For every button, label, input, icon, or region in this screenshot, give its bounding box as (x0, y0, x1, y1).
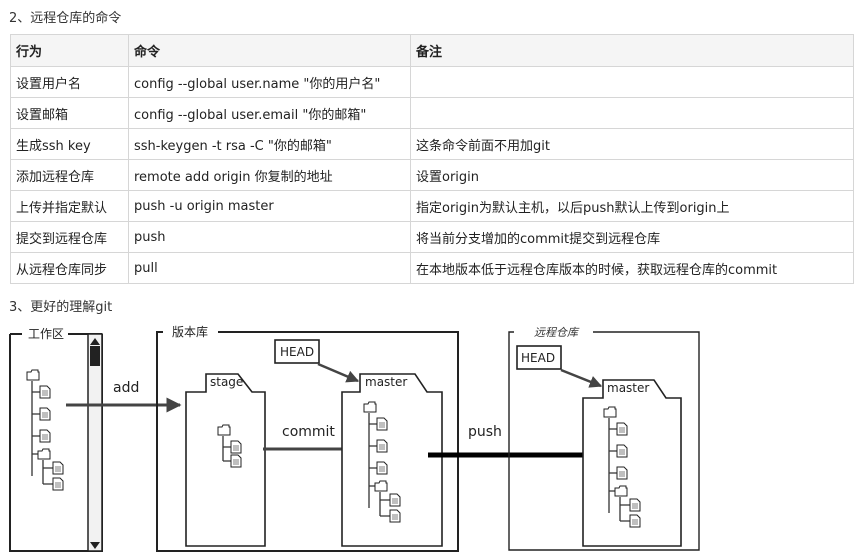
workspace-scrollbar[interactable] (87, 333, 103, 552)
table-cell-command: pull (128, 252, 411, 284)
scrollbar-thumb[interactable] (90, 346, 100, 366)
table-header-row: 行为 命令 备注 (10, 34, 854, 67)
table-cell-command: ssh-keygen -t rsa -C "你的邮箱" (128, 128, 411, 160)
head-pointer-arrow (317, 362, 360, 383)
remote-head-label: HEAD (521, 351, 555, 365)
table-cell-note (410, 97, 854, 129)
table-cell-action: 设置用户名 (10, 66, 129, 98)
scroll-up-arrow-icon[interactable] (90, 338, 100, 345)
push-label: push (468, 424, 502, 440)
table-cell-command: config --global user.email "你的邮箱" (128, 97, 411, 129)
stage-box (185, 373, 266, 547)
repository-area: 版本库 stage commit master HEAD (156, 324, 459, 552)
table-row: 设置用户名 config --global user.name "你的用户名" (10, 66, 854, 98)
section-heading-remote-commands: 2、远程仓库的命令 (9, 11, 122, 26)
table-row: 上传并指定默认 push -u origin master 指定origin为默… (10, 190, 854, 222)
table-cell-note: 在本地版本低于远程仓库版本的时候，获取远程仓库的commit (410, 252, 854, 284)
table-row: 设置邮箱 config --global user.email "你的邮箱" (10, 97, 854, 129)
remote-master-box (582, 379, 682, 547)
table-cell-note: 将当前分支增加的commit提交到远程仓库 (410, 221, 854, 253)
workspace-label: 工作区 (28, 327, 64, 341)
remote-head-box (516, 345, 562, 370)
add-label: add (113, 380, 139, 396)
column-header-command: 命令 (128, 34, 411, 67)
commit-label: commit (282, 424, 335, 440)
table-cell-action: 从远程仓库同步 (10, 252, 129, 284)
workspace-file-tree-icon (27, 370, 63, 490)
table-cell-command: remote add origin 你复制的地址 (128, 159, 411, 191)
table-cell-note: 设置origin (410, 159, 854, 191)
head-label: HEAD (280, 345, 314, 359)
table-cell-action: 设置邮箱 (10, 97, 129, 129)
table-cell-action: 提交到远程仓库 (10, 221, 129, 253)
table-row: 添加远程仓库 remote add origin 你复制的地址 设置origin (10, 159, 854, 191)
table-cell-note: 指定origin为默认主机，以后push默认上传到origin上 (410, 190, 854, 222)
table-cell-command: config --global user.name "你的用户名" (128, 66, 411, 98)
table-cell-command: push (128, 221, 411, 253)
master-label: master (365, 375, 407, 389)
table-cell-note (410, 66, 854, 98)
repository-frame (156, 331, 459, 552)
scroll-down-arrow-icon[interactable] (90, 542, 100, 549)
table-cell-command: push -u origin master (128, 190, 411, 222)
command-table: 行为 命令 备注 设置用户名 config --global user.name… (10, 34, 854, 284)
remote-master-label: master (607, 381, 649, 395)
workspace-area: 工作区 (9, 327, 103, 552)
remote-repository-frame (508, 331, 700, 551)
git-workflow-diagram: 工作区 add 版本库 stage commit master HEAD pus… (9, 324, 700, 552)
column-header-note: 备注 (410, 34, 854, 67)
section-heading-understand-git: 3、更好的理解git (9, 300, 113, 315)
stage-label: stage (210, 375, 243, 389)
table-cell-note: 这条命令前面不用加git (410, 128, 854, 160)
table-row: 从远程仓库同步 pull 在本地版本低于远程仓库版本的时候，获取远程仓库的com… (10, 252, 854, 284)
remote-head-pointer-arrow (560, 368, 603, 388)
table-cell-action: 添加远程仓库 (10, 159, 129, 191)
table-cell-action: 生成ssh key (10, 128, 129, 160)
table-cell-action: 上传并指定默认 (10, 190, 129, 222)
head-box (274, 339, 320, 364)
table-row: 提交到远程仓库 push 将当前分支增加的commit提交到远程仓库 (10, 221, 854, 253)
remote-repository-area: 远程仓库 master HEAD (508, 326, 700, 551)
column-header-action: 行为 (10, 34, 129, 67)
table-row: 生成ssh key ssh-keygen -t rsa -C "你的邮箱" 这条… (10, 128, 854, 160)
remote-repository-label: 远程仓库 (534, 326, 580, 339)
master-box (341, 373, 443, 547)
repository-label: 版本库 (172, 324, 208, 339)
